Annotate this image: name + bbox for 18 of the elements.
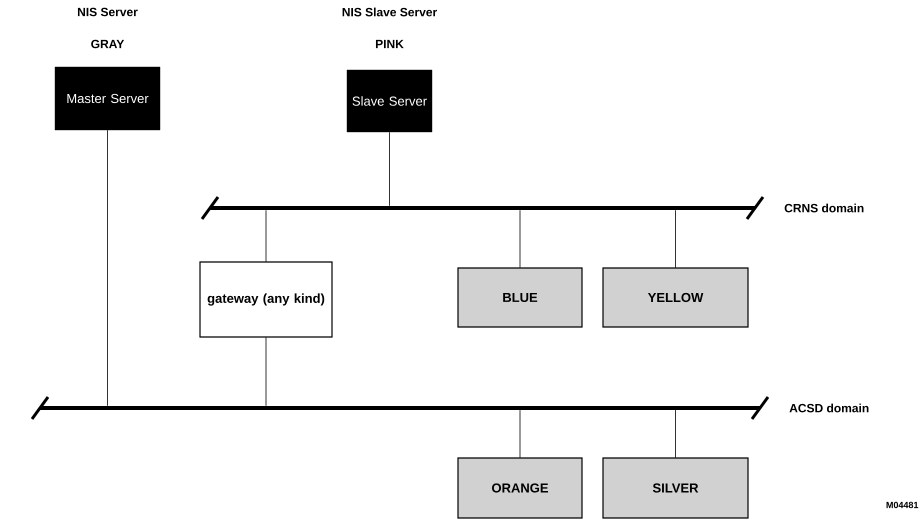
host-box: SILVER <box>602 457 749 519</box>
server-box: Master Server <box>54 66 160 130</box>
gateway-box: gateway (any kind) <box>199 261 333 338</box>
domain-label: CRNS domain <box>784 204 864 212</box>
server-caption: NIS Slave Server <box>342 8 437 16</box>
server-caption: GRAY <box>91 40 124 48</box>
server-caption: PINK <box>376 40 404 48</box>
host-box: BLUE <box>457 267 583 328</box>
connector-line <box>107 130 108 406</box>
server-caption: NIS Server <box>78 8 138 16</box>
connector-line <box>389 132 390 206</box>
connector-line <box>675 210 676 268</box>
server-box: Slave Server <box>346 70 432 132</box>
connector-line <box>675 410 676 458</box>
host-box: YELLOW <box>602 267 749 328</box>
domain-label: ACSD domain <box>790 404 868 412</box>
host-box: ORANGE <box>457 457 583 519</box>
figure-number: M04481 <box>886 502 918 508</box>
